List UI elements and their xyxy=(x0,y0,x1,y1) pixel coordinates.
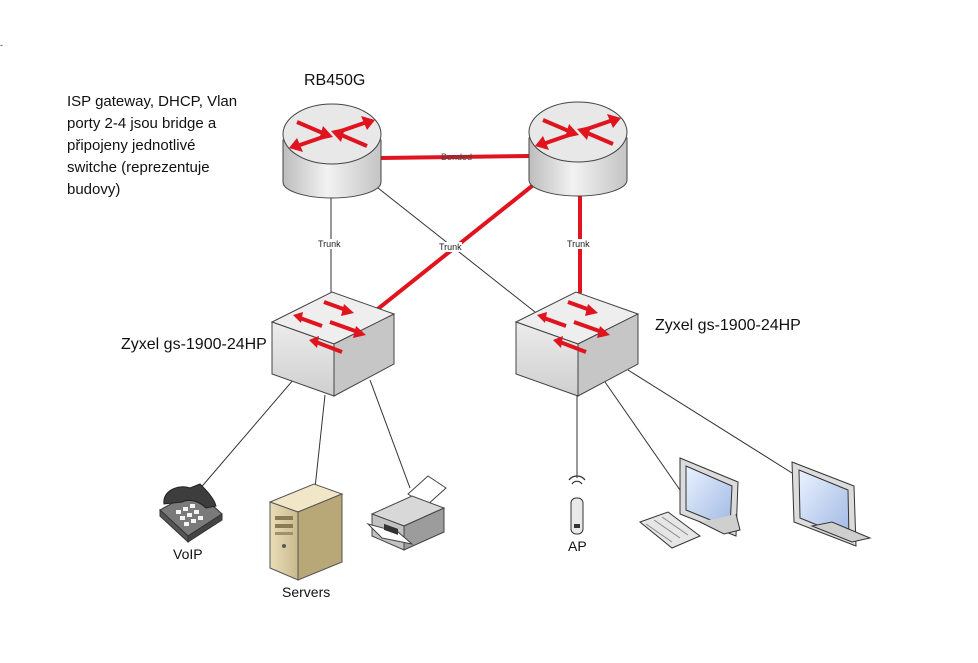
router-rb450g[interactable] xyxy=(282,103,382,199)
link-switch2-pc xyxy=(604,381,681,491)
router1-label: RB450G xyxy=(304,72,366,89)
link-switch1-printer xyxy=(369,379,411,489)
thin-links xyxy=(191,187,801,499)
access-point-icon[interactable] xyxy=(568,475,586,535)
note-line-2: porty 2-4 jsou bridge a xyxy=(67,115,217,132)
link-router1-router2 xyxy=(379,154,532,160)
note-line-4: switche (reprezentuje xyxy=(67,159,210,176)
printer-icon[interactable] xyxy=(366,475,447,551)
server-tower-icon[interactable] xyxy=(268,483,344,581)
note-text: ISP gateway, DHCP, Vlan porty 2-4 jsou b… xyxy=(67,91,267,201)
note-line-3: připojeny jednotlivé xyxy=(67,137,196,154)
router-arrows-icon xyxy=(535,114,621,150)
note-line-1: ISP gateway, DHCP, Vlan xyxy=(67,93,238,110)
switch2-label: Zyxel gs-1900-24HP xyxy=(655,317,801,334)
switch1-label: Zyxel gs-1900-24HP xyxy=(121,336,267,353)
stray-mark: - xyxy=(0,40,3,50)
router-2[interactable] xyxy=(528,101,628,197)
ap-label: AP xyxy=(568,538,587,554)
switch-zyxel-2[interactable] xyxy=(514,291,640,397)
link-switch1-servers xyxy=(314,394,326,489)
trunk-label-router1-switch1: Trunk xyxy=(318,239,341,249)
link-switch1-voip xyxy=(191,371,301,499)
link-switch2-monitor xyxy=(627,369,801,479)
servers-label: Servers xyxy=(282,584,331,600)
note-line-5: budovy) xyxy=(67,181,121,198)
switch-arrows-icon xyxy=(293,300,366,354)
switch-zyxel-1[interactable] xyxy=(270,291,396,397)
desktop-pc-icon[interactable] xyxy=(638,457,741,549)
voip-phone-icon[interactable] xyxy=(159,483,223,544)
router-arrows-icon xyxy=(289,116,375,152)
switch-arrows-icon xyxy=(537,300,610,354)
bond-label-router1-router2: Bonded xyxy=(441,152,473,162)
monitor-icon[interactable] xyxy=(791,461,872,547)
voip-label: VoIP xyxy=(173,546,203,562)
trunk-label-router1-switch2: Trunk xyxy=(439,242,462,252)
trunk-label-router2-switch2: Trunk xyxy=(567,239,590,249)
